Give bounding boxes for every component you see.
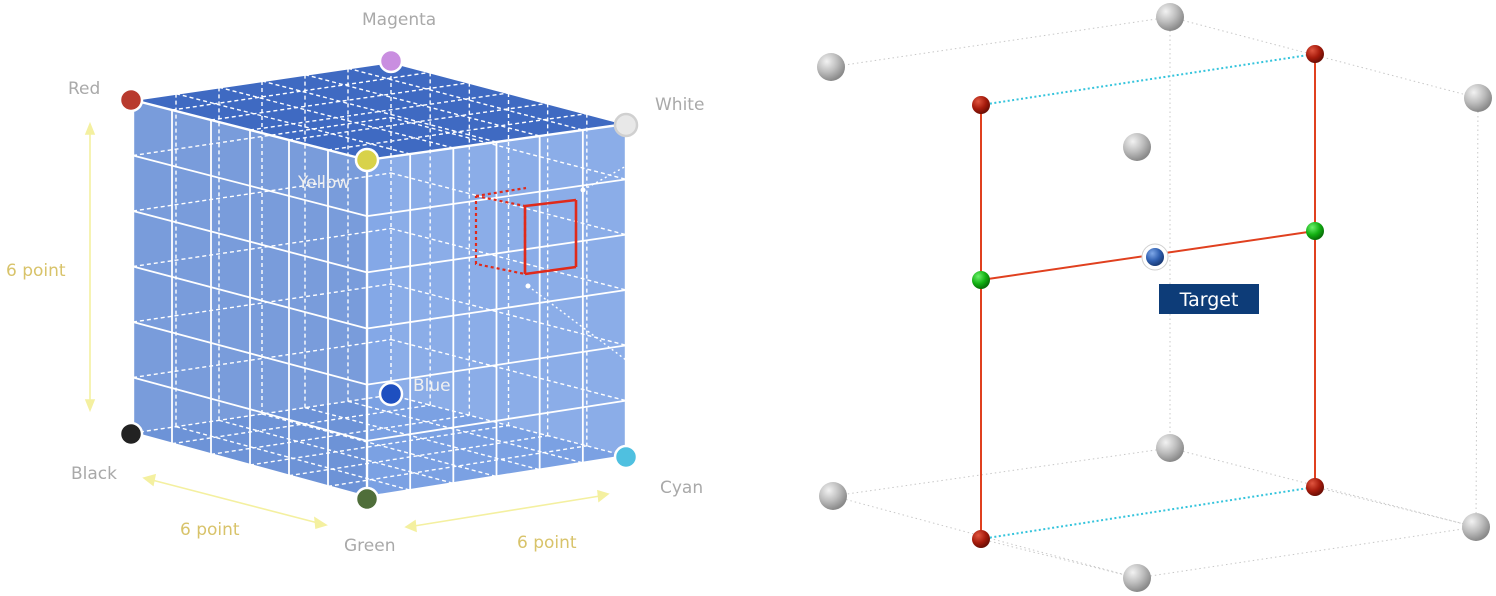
pointer-line-upper bbox=[582, 164, 629, 191]
cyan-dotted-edges bbox=[980, 53, 1316, 540]
top-face-gridline bbox=[304, 73, 540, 137]
corner-spheres bbox=[118, 48, 639, 512]
gray-sphere bbox=[1123, 133, 1151, 161]
red-sphere bbox=[1306, 45, 1324, 63]
red-label: Red bbox=[68, 79, 100, 99]
red-sphere bbox=[972, 530, 990, 548]
cube-edge bbox=[132, 98, 368, 162]
black-corner-sphere bbox=[118, 421, 144, 447]
bottom-face-gridline bbox=[261, 413, 497, 478]
rear-face-gridline bbox=[390, 283, 627, 347]
target-cell-box bbox=[474, 186, 578, 276]
dimension-left-label: 6 point bbox=[180, 520, 240, 540]
cube-edge bbox=[390, 60, 627, 126]
dimension-arrows bbox=[84, 121, 610, 533]
gray-sphere bbox=[1464, 84, 1492, 112]
black-label: Black bbox=[71, 464, 117, 484]
red-corner-sphere bbox=[118, 87, 144, 113]
back-face-gridline bbox=[132, 172, 392, 212]
interpolation-diagram: Target bbox=[817, 3, 1492, 592]
gray-sphere bbox=[1156, 3, 1184, 31]
gray-sphere bbox=[1156, 434, 1184, 462]
cube-grid bbox=[131, 60, 628, 499]
dimension-vertical-label: 6 point bbox=[6, 261, 66, 281]
green-sphere bbox=[1306, 222, 1324, 240]
top-face-gridline bbox=[347, 67, 584, 131]
hidden-bottom-edge bbox=[132, 394, 392, 434]
rgb-color-cube bbox=[131, 60, 629, 499]
back-face-gridline bbox=[132, 338, 392, 379]
green-corner-sphere bbox=[354, 486, 380, 512]
dimension-right-label: 6 point bbox=[517, 533, 577, 553]
cyan-label: Cyan bbox=[660, 478, 703, 498]
outer-cube-edges bbox=[830, 16, 1479, 579]
magenta-corner-sphere bbox=[378, 48, 404, 74]
cyan-corner-sphere bbox=[613, 444, 639, 470]
rear-face-gridline bbox=[390, 338, 627, 402]
back-face-gridline bbox=[132, 283, 392, 323]
pointer-line-lower bbox=[527, 285, 627, 361]
bottom-face-gridline bbox=[304, 406, 540, 471]
target-sphere bbox=[1146, 248, 1164, 266]
rear-face-gridline bbox=[390, 227, 627, 291]
red-sphere bbox=[1306, 478, 1324, 496]
gray-sphere bbox=[1462, 513, 1490, 541]
yellow-corner-sphere bbox=[354, 147, 380, 173]
pointer-dot-lower bbox=[525, 283, 531, 289]
yellow-label: Yellow bbox=[297, 173, 350, 193]
red-spheres bbox=[972, 45, 1324, 548]
top-face-gridline bbox=[171, 71, 431, 111]
bottom-face-gridline bbox=[327, 445, 587, 488]
green-sphere bbox=[972, 271, 990, 289]
cube-edge bbox=[366, 454, 627, 499]
gray-sphere bbox=[819, 482, 847, 510]
hidden-bottom-edge bbox=[390, 394, 627, 457]
green-label: Green bbox=[344, 536, 395, 556]
target-label-box bbox=[1159, 284, 1259, 314]
target-label: Target bbox=[1179, 289, 1239, 311]
white-corner-sphere bbox=[613, 112, 639, 138]
white-label: White bbox=[655, 95, 704, 115]
back-face-gridline bbox=[132, 227, 392, 268]
back-face-gridline bbox=[132, 116, 392, 157]
cube-edge bbox=[366, 122, 627, 162]
gray-sphere bbox=[817, 53, 845, 81]
top-face-gridline bbox=[261, 80, 497, 143]
rear-face-gridline bbox=[390, 172, 627, 236]
gray-spheres bbox=[817, 3, 1492, 592]
blue-corner-sphere bbox=[378, 381, 404, 407]
gray-sphere bbox=[1123, 564, 1151, 592]
bottom-face-gridline bbox=[347, 400, 584, 464]
pointer-dot-upper bbox=[580, 187, 586, 193]
red-sphere bbox=[972, 96, 990, 114]
top-face-gridline bbox=[327, 112, 587, 151]
cube-edge bbox=[132, 60, 392, 102]
cube-edge bbox=[132, 431, 368, 499]
rear-face-gridline bbox=[390, 116, 627, 181]
blue-label: Blue bbox=[413, 376, 451, 396]
bottom-face-gridline bbox=[171, 404, 431, 445]
magenta-label: Magenta bbox=[362, 10, 436, 30]
sub-cell-edges bbox=[980, 54, 1316, 539]
green-spheres bbox=[972, 222, 1324, 289]
corner-labels: Red Magenta White Yellow Black Blue Cyan… bbox=[6, 10, 704, 556]
